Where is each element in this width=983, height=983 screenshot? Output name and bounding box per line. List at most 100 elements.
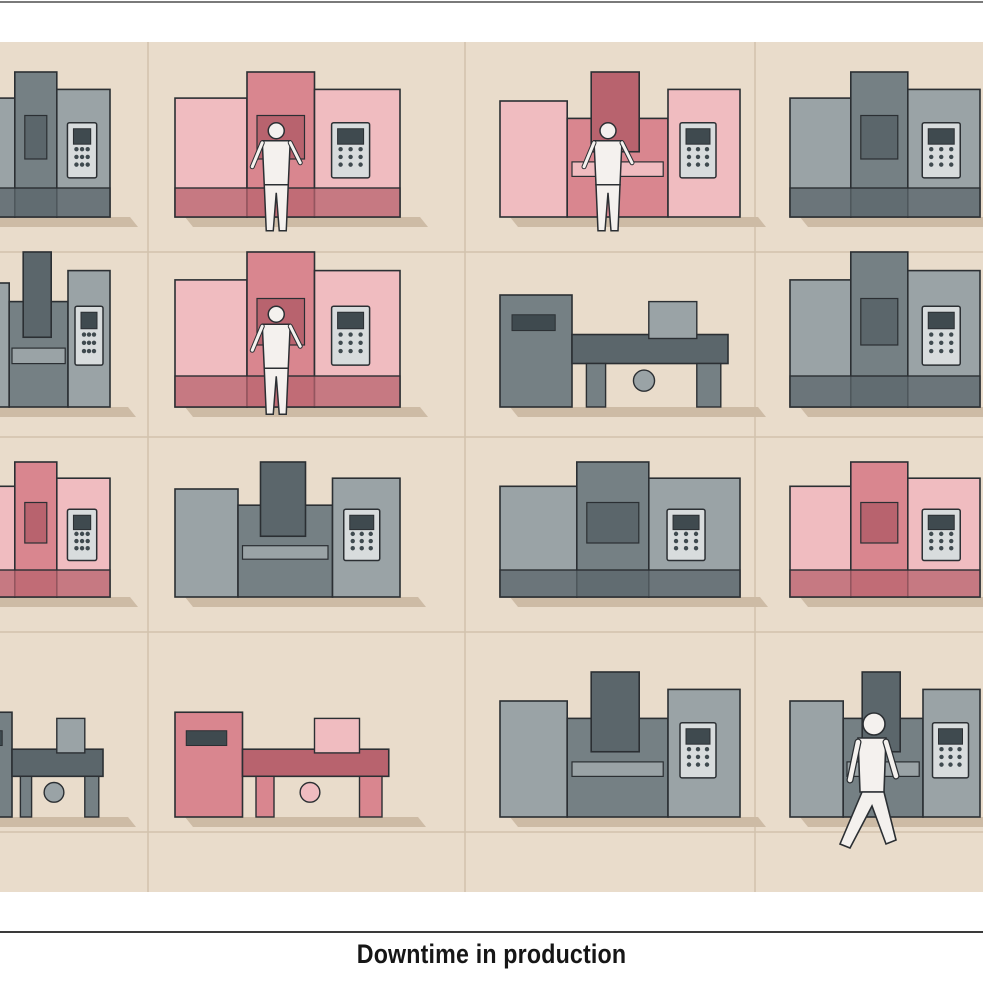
panel-button	[368, 546, 373, 551]
machine-r4-c3-idle	[499, 671, 766, 827]
machine-base	[0, 569, 111, 598]
panel-button	[74, 146, 79, 152]
panel-button	[81, 348, 87, 354]
panel-button	[338, 332, 343, 337]
panel-button	[348, 154, 353, 160]
panel-button	[695, 146, 701, 152]
panel-button	[695, 162, 701, 167]
panel-screen	[337, 128, 365, 145]
machine-table	[571, 761, 664, 778]
panel-button	[74, 531, 79, 537]
worker-torso	[261, 140, 292, 186]
panel-button	[368, 538, 373, 544]
worker-torso	[261, 323, 292, 369]
panel-button	[85, 146, 90, 152]
top-divider	[0, 1, 983, 3]
lathe-bed	[11, 748, 104, 778]
panel-button	[957, 762, 962, 767]
machine-shadow	[185, 407, 428, 417]
panel-button	[939, 348, 944, 354]
machine-window	[586, 501, 640, 544]
panel-button	[673, 546, 679, 551]
panel-button	[695, 754, 701, 760]
panel-button	[949, 348, 954, 354]
panel-button	[704, 146, 710, 152]
panel-button	[79, 146, 85, 152]
machine-r1-c3-down	[499, 71, 766, 232]
worker-torso	[593, 140, 623, 186]
panel-button	[929, 332, 934, 337]
panel-button	[693, 546, 699, 551]
machine-r1-c2-down	[174, 71, 428, 232]
panel-button	[957, 746, 962, 752]
machine-shadow	[510, 597, 768, 607]
panel-button	[939, 754, 944, 760]
panel-button	[91, 348, 97, 354]
machine-table	[241, 545, 329, 560]
machine-base	[789, 569, 981, 598]
machine-left-block	[499, 100, 568, 218]
machine-window	[24, 501, 48, 544]
panel-button	[86, 340, 92, 345]
machine-left-block	[174, 488, 239, 598]
machine-r3-c4-down	[789, 461, 983, 607]
panel-button	[939, 538, 944, 544]
panel-button	[348, 340, 353, 345]
lathe-headstock	[499, 294, 573, 408]
machine-spindle-head	[22, 251, 53, 339]
machine-shadow	[185, 217, 428, 227]
worker-legs	[595, 184, 621, 232]
panel-button	[338, 154, 343, 160]
panel-button	[939, 340, 944, 345]
panel-button	[81, 332, 87, 337]
panel-button	[359, 531, 364, 537]
panel-button	[86, 348, 92, 354]
panel-button	[957, 754, 962, 760]
panel-button	[686, 162, 692, 167]
panel-button	[949, 340, 954, 345]
panel-button	[949, 154, 954, 160]
machine-shadow	[185, 597, 426, 607]
panel-button	[939, 332, 944, 337]
lathe-handwheel	[632, 369, 656, 392]
machine-window	[860, 501, 899, 544]
panel-button	[929, 348, 934, 354]
panel-button	[359, 546, 364, 551]
factory-floor-illustration	[0, 42, 983, 892]
panel-button	[949, 531, 954, 537]
lathe-headstock	[0, 711, 13, 818]
panel-button	[85, 162, 90, 167]
lathe-leg	[255, 775, 275, 818]
panel-button	[359, 538, 364, 544]
worker-arms-fill	[250, 324, 302, 352]
panel-button	[91, 340, 97, 345]
worker-head	[599, 122, 617, 140]
lathe-tailstock	[648, 300, 698, 340]
machine-r4-c2-down	[174, 711, 426, 827]
lathe-leg	[358, 775, 383, 818]
machine-r3-c1-down	[0, 461, 138, 607]
panel-button	[929, 546, 934, 551]
machine-left-block	[499, 700, 568, 818]
panel-button	[929, 531, 934, 537]
panel-button	[939, 146, 944, 152]
panel-button	[939, 531, 944, 537]
caption-divider	[0, 931, 983, 933]
lathe-display	[185, 730, 228, 747]
figure-caption: Downtime in production	[356, 939, 627, 969]
panel-button	[348, 332, 353, 337]
panel-button	[358, 162, 363, 167]
machine-r3-c3-idle	[499, 461, 768, 607]
panel-button	[686, 762, 692, 767]
machine-window	[24, 114, 48, 160]
machine-layer	[0, 71, 983, 827]
machine-shadow	[0, 817, 136, 827]
walking-worker	[838, 712, 900, 850]
walker-head	[862, 712, 886, 736]
lathe-leg	[19, 775, 33, 818]
walker-arms-fill	[847, 739, 899, 783]
panel-button	[79, 154, 85, 160]
panel-button	[358, 348, 363, 354]
machine-window	[860, 297, 899, 346]
panel-button	[85, 154, 90, 160]
